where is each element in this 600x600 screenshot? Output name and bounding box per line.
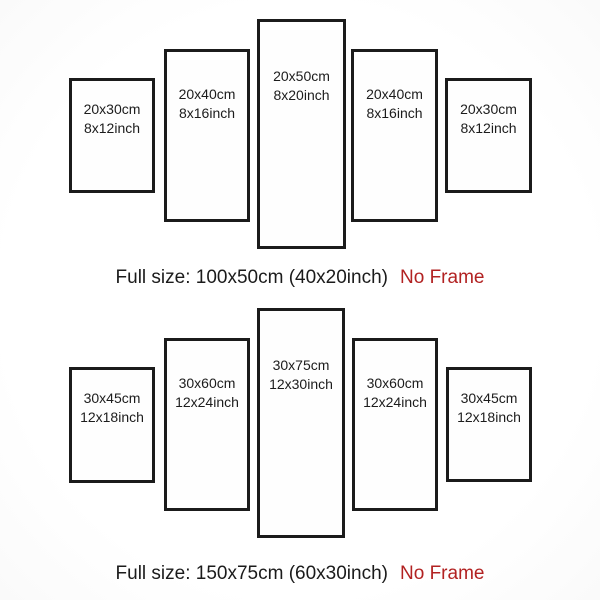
panel-size-inch: 8x12inch <box>460 119 517 136</box>
panel-label: 30x60cm 12x24inch <box>355 374 435 412</box>
panel-20x50-center: 20x50cm 8x20inch <box>257 19 346 249</box>
panel-30x75-center: 30x75cm 12x30inch <box>257 308 345 538</box>
panel-size-cm: 30x60cm <box>366 374 424 391</box>
panel-label: 20x50cm 8x20inch <box>260 67 343 105</box>
panel-size-cm: 20x40cm <box>178 85 236 102</box>
panel-size-cm: 30x60cm <box>178 374 236 391</box>
panel-label: 30x75cm 12x30inch <box>260 356 342 394</box>
panel-size-inch: 12x24inch <box>363 393 427 410</box>
panel-label: 30x60cm 12x24inch <box>167 374 247 412</box>
full-size-caption-100x50: Full size: 100x50cm (40x20inch) No Frame <box>0 265 600 291</box>
panel-size-inch: 12x18inch <box>80 408 144 425</box>
panel-label: 30x45cm 12x18inch <box>449 389 529 427</box>
panel-20x40-right: 20x40cm 8x16inch <box>351 49 438 222</box>
no-frame-text: No Frame <box>400 563 485 584</box>
panel-30x60-left: 30x60cm 12x24inch <box>164 338 250 511</box>
panel-size-inch: 8x12inch <box>83 119 141 136</box>
panel-size-cm: 30x45cm <box>460 389 518 406</box>
panel-20x30-right: 20x30cm 8x12inch <box>445 78 532 193</box>
panel-size-inch: 12x30inch <box>269 375 333 392</box>
full-size-text: Full size: 100x50cm (40x20inch) <box>115 267 388 288</box>
panel-size-cm: 30x75cm <box>272 356 330 373</box>
panel-size-inch: 12x24inch <box>175 393 239 410</box>
no-frame-text: No Frame <box>400 267 485 288</box>
panel-20x30-left: 20x30cm 8x12inch <box>69 78 155 193</box>
panel-30x45-right: 30x45cm 12x18inch <box>446 367 532 482</box>
full-size-text: Full size: 150x75cm (60x30inch) <box>115 563 388 584</box>
panel-size-inch: 8x16inch <box>366 104 423 121</box>
panel-size-cm: 30x45cm <box>83 389 141 406</box>
panel-size-cm: 20x30cm <box>460 100 517 117</box>
panel-size-cm: 20x40cm <box>366 85 423 102</box>
panel-size-cm: 20x30cm <box>83 100 141 117</box>
panel-size-inch: 8x16inch <box>178 104 236 121</box>
panel-size-cm: 20x50cm <box>273 67 330 84</box>
panel-label: 20x40cm 8x16inch <box>167 85 247 123</box>
panel-size-inch: 8x20inch <box>273 86 330 103</box>
panel-label: 20x30cm 8x12inch <box>448 100 529 138</box>
full-size-caption-150x75: Full size: 150x75cm (60x30inch) No Frame <box>0 561 600 587</box>
panel-20x40-left: 20x40cm 8x16inch <box>164 49 250 222</box>
panel-30x60-right: 30x60cm 12x24inch <box>352 338 438 511</box>
panel-label: 20x30cm 8x12inch <box>72 100 152 138</box>
panel-label: 20x40cm 8x16inch <box>354 85 435 123</box>
panel-label: 30x45cm 12x18inch <box>72 389 152 427</box>
panel-size-inch: 12x18inch <box>457 408 521 425</box>
panel-30x45-left: 30x45cm 12x18inch <box>69 367 155 483</box>
